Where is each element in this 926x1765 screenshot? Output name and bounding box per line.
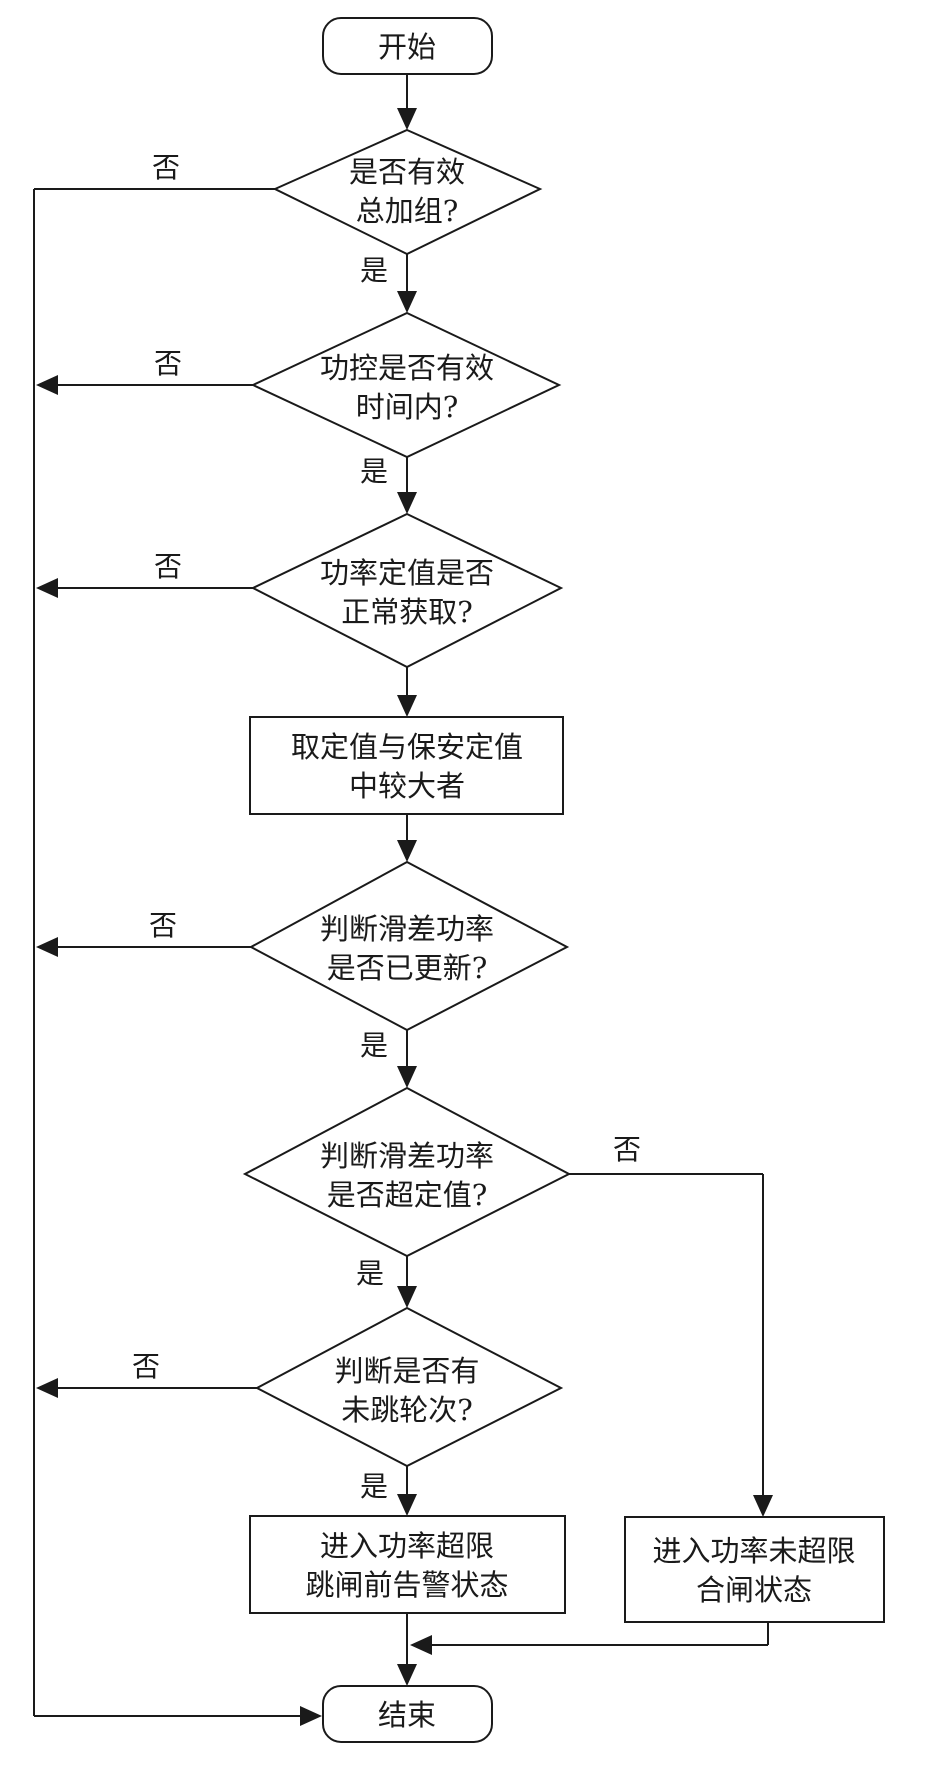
decision-slip-updated-line2: 是否已更新? [327,951,488,985]
decision-valid-group-line1: 是否有效 [349,155,465,189]
process-not-overlimit-close-line1: 进入功率未超限 [652,1534,855,1568]
start-label: 开始 [378,30,436,64]
process-overlimit-alarm-line1: 进入功率超限 [320,1529,494,1563]
decision-slip-exceeds: 判断滑差功率 是否超定值? [242,1086,572,1258]
decision-untripped-rounds: 判断是否有 未跳轮次? [254,1306,564,1468]
node-start: 开始 [322,17,493,75]
decision-valid-group: 是否有效 总加组? [272,128,543,256]
connectors [33,74,769,1717]
end-label: 结束 [378,1698,436,1732]
decision-valid-time-line1: 功控是否有效 [320,351,494,385]
decision-untripped-rounds-line2: 未跳轮次? [341,1393,473,1427]
decision-slip-updated: 判断滑差功率 是否已更新? [248,860,570,1032]
edge-label-no: 否 [152,151,180,184]
edge-label-no: 否 [132,1350,160,1383]
decision-setpoint-obtained: 功率定值是否 正常获取? [250,512,564,669]
edge-label-no: 否 [154,550,182,583]
edge-labels: 否 是 否 是 否 否 是 否 是 否 是 [132,151,641,1503]
decision-slip-exceeds-line1: 判断滑差功率 [320,1139,494,1173]
edge-label-yes: 是 [360,1029,388,1062]
process-overlimit-alarm-line2: 跳闸前告警状态 [305,1568,508,1602]
decision-valid-time-line2: 时间内? [356,390,459,424]
process-take-larger: 取定值与保安定值 中较大者 [249,716,564,815]
edge-label-yes: 是 [360,455,388,488]
decision-setpoint-obtained-line2: 正常获取? [341,595,473,629]
decision-valid-group-line2: 总加组? [356,194,459,228]
edge-label-yes: 是 [360,254,388,287]
process-not-overlimit-close-line2: 合闸状态 [696,1573,812,1607]
decision-setpoint-obtained-line1: 功率定值是否 [320,556,494,590]
edge-label-yes: 是 [360,1470,388,1503]
edge-label-no: 否 [154,347,182,380]
edge-label-no: 否 [613,1133,641,1166]
process-not-overlimit-close: 进入功率未超限 合闸状态 [624,1516,885,1623]
edge-label-no: 否 [149,909,177,942]
node-end: 结束 [322,1685,493,1743]
decision-slip-updated-line1: 判断滑差功率 [320,912,494,946]
process-overlimit-alarm: 进入功率超限 跳闸前告警状态 [249,1515,566,1614]
edge-label-yes: 是 [356,1257,384,1290]
process-take-larger-line1: 取定值与保安定值 [291,730,523,764]
decision-valid-time: 功控是否有效 时间内? [250,311,562,459]
arrowheads [36,108,773,1726]
process-take-larger-line2: 中较大者 [349,769,465,803]
decision-untripped-rounds-line1: 判断是否有 [334,1354,479,1388]
decision-slip-exceeds-line2: 是否超定值? [327,1178,488,1212]
